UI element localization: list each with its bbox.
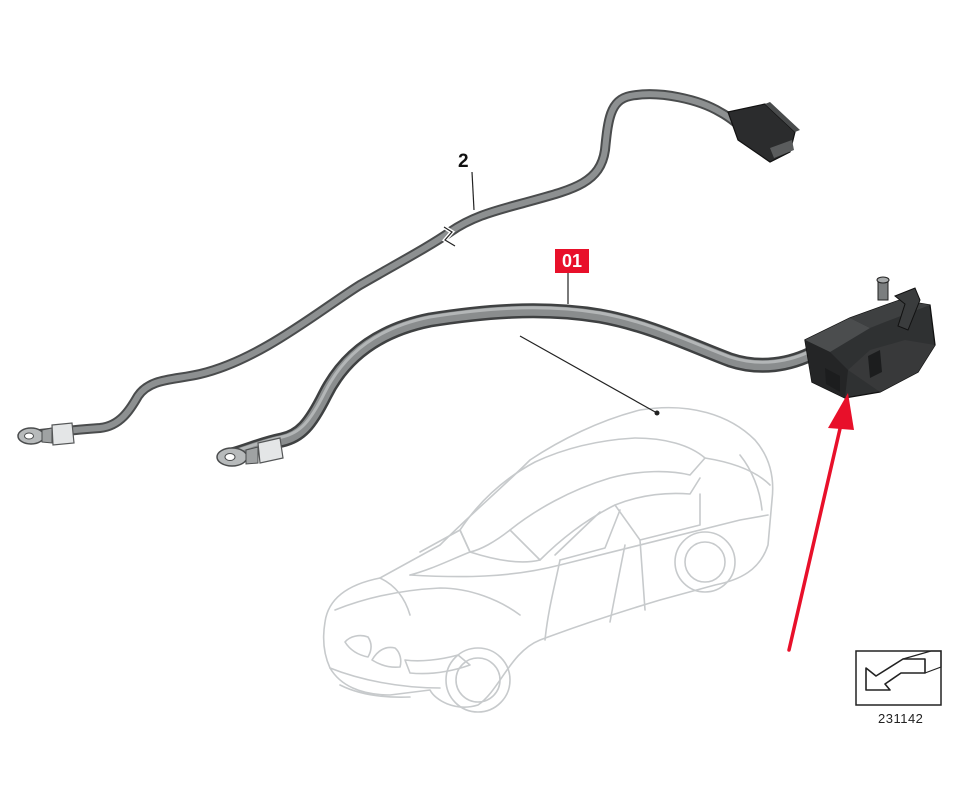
connector-plug-icon xyxy=(727,102,800,163)
view-direction-arrow-icon xyxy=(855,650,942,706)
cable-part-01 xyxy=(216,273,936,467)
ring-terminal-icon xyxy=(17,422,75,446)
battery-cable-terminal-icon xyxy=(804,276,936,399)
ring-terminal-icon xyxy=(216,437,284,467)
leader-line xyxy=(519,335,660,416)
sedan-outline-icon xyxy=(322,406,774,713)
part-number-2-label: 2 xyxy=(458,151,469,172)
part-number-01-label: 01 xyxy=(555,249,589,273)
diagram-reference-number: 231142 xyxy=(878,711,924,726)
cable-part-2 xyxy=(17,89,800,446)
pointer-arrow xyxy=(787,393,854,652)
